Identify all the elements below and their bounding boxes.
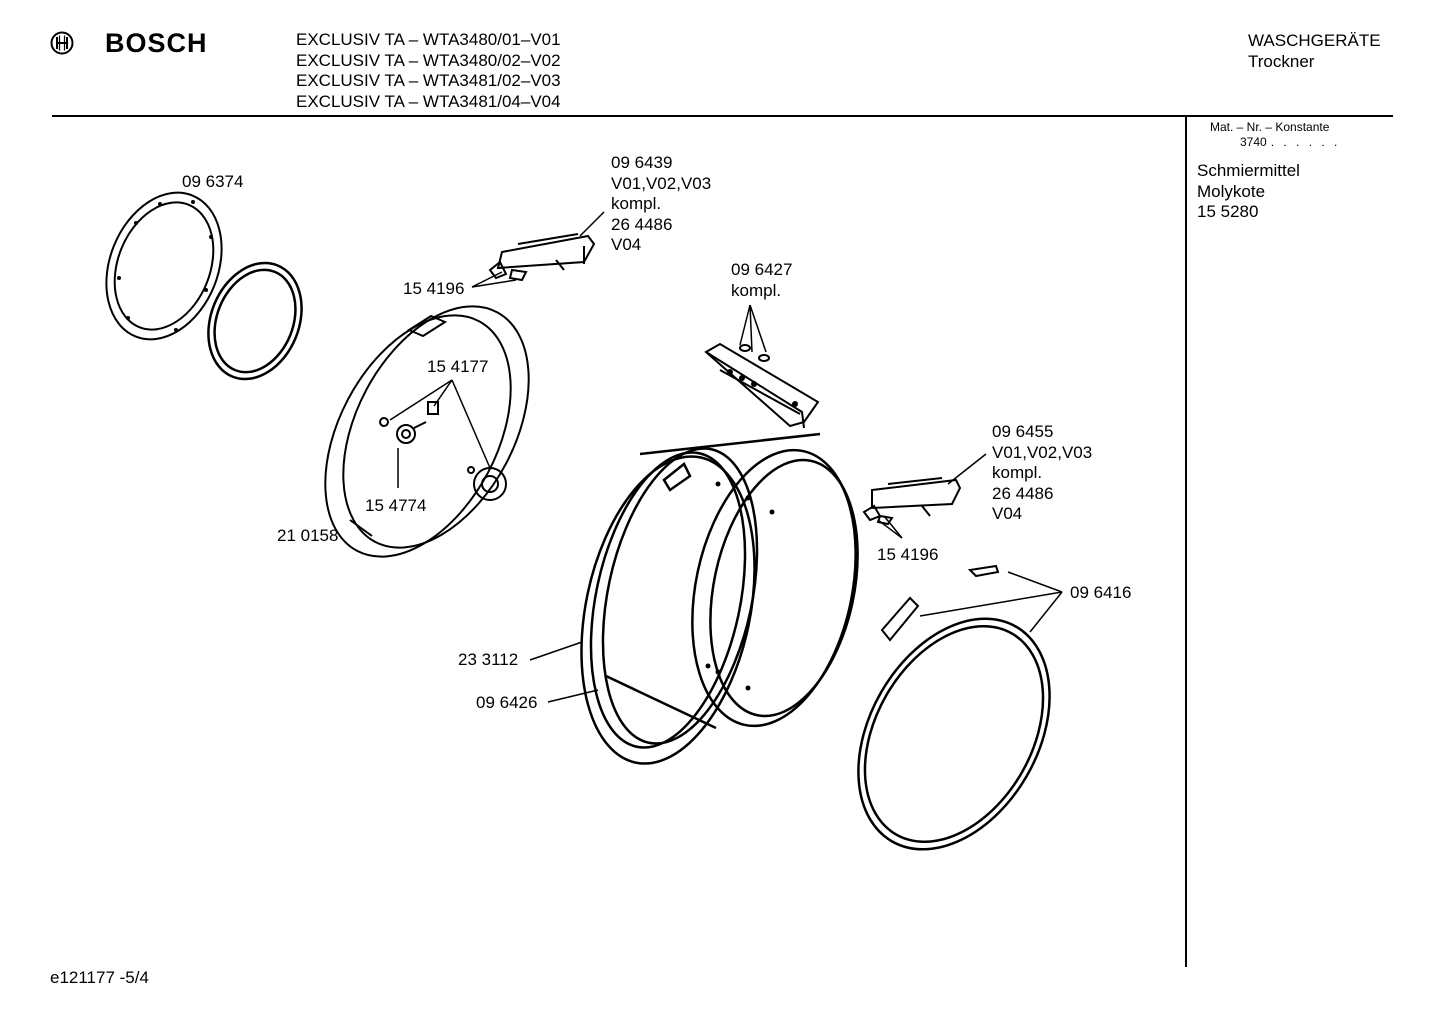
lubricant-line: Schmiermittel	[1197, 161, 1300, 180]
model-line: EXCLUSIV TA – WTA3480/02–V02	[296, 50, 561, 70]
drum-holes	[705, 481, 775, 691]
part-label-210158: 21 0158	[277, 526, 339, 545]
part-label-line: kompl.	[731, 280, 782, 300]
part-label-line: V01,V02,V03	[611, 173, 712, 193]
drum-rib-holes	[727, 369, 798, 407]
leader-lines	[389, 211, 1063, 703]
category-subtitle: Trockner	[1248, 52, 1315, 71]
part-label-096455: 09 6455 V01,V02,V03 kompl. 26 4486 V04	[992, 422, 1092, 525]
part-label-line: 09 6439	[611, 153, 673, 172]
part-label-096439: 09 6439 V01,V02,V03 kompl. 26 4486 V04	[611, 153, 711, 256]
bosch-logo-icon	[50, 31, 74, 55]
part-label-line: kompl.	[992, 463, 1043, 483]
front-seal-ring	[857, 617, 1051, 851]
part-label-line: V01,V02,V03	[992, 442, 1093, 462]
part-label-line: 26 4486	[611, 214, 673, 234]
matnr-dots: . . . . . .	[1270, 135, 1341, 149]
flange-ring-holes	[117, 200, 213, 332]
model-line: EXCLUSIV TA – WTA3481/04–V04	[296, 92, 561, 112]
part-label-line: V04	[611, 235, 642, 255]
part-label-line: kompl.	[611, 194, 662, 214]
part-label-096374: 09 6374	[182, 172, 244, 191]
part-label-line: 26 4486	[992, 483, 1054, 503]
part-label-154774: 15 4774	[365, 496, 427, 515]
part-label-line: 09 6455	[992, 422, 1054, 441]
part-label-line: V04	[992, 504, 1023, 524]
rear-bearing-hub	[379, 401, 507, 501]
model-line: EXCLUSIV TA – WTA3480/01–V01	[296, 30, 561, 49]
support-bracket-top	[488, 233, 596, 282]
part-label-154196-top: 15 4196	[403, 279, 465, 298]
diagram-id: e121177 -5/4	[50, 968, 149, 987]
matnr-value: 3740	[1240, 135, 1267, 149]
flange-ring	[105, 191, 223, 341]
lubricant-line: 15 5280	[1197, 202, 1259, 221]
part-label-154177: 15 4177	[427, 357, 489, 376]
matnr-value-row: 3740. . . . . .	[1240, 135, 1340, 149]
lubricant-note: Schmiermittel Molykote 15 5280	[1197, 161, 1300, 223]
part-label-096427: 09 6427 kompl.	[731, 260, 792, 301]
brand-name: BOSCH	[105, 28, 208, 58]
category-title: WASCHGERÄTE	[1248, 31, 1381, 50]
part-label-line: 09 6427	[731, 260, 793, 279]
model-list: EXCLUSIV TA – WTA3480/01–V01 EXCLUSIV TA…	[296, 30, 561, 113]
matnr-label: Mat. – Nr. – Konstante	[1210, 120, 1330, 134]
drum-body	[580, 432, 859, 765]
category-block: WASCHGERÄTE Trockner	[1248, 30, 1381, 72]
seal-ring	[207, 261, 303, 381]
lubricant-line: Molykote	[1197, 181, 1266, 201]
drum-rib	[704, 342, 820, 429]
part-label-154196-right: 15 4196	[877, 545, 939, 564]
rear-drum-wall	[324, 305, 530, 558]
part-label-096416: 09 6416	[1070, 583, 1132, 602]
part-label-096426: 09 6426	[476, 693, 538, 712]
felt-pad	[880, 564, 1000, 642]
model-line: EXCLUSIV TA – WTA3481/02–V03	[296, 71, 561, 91]
part-label-233112: 23 3112	[458, 650, 519, 669]
support-bracket-right	[862, 477, 962, 526]
